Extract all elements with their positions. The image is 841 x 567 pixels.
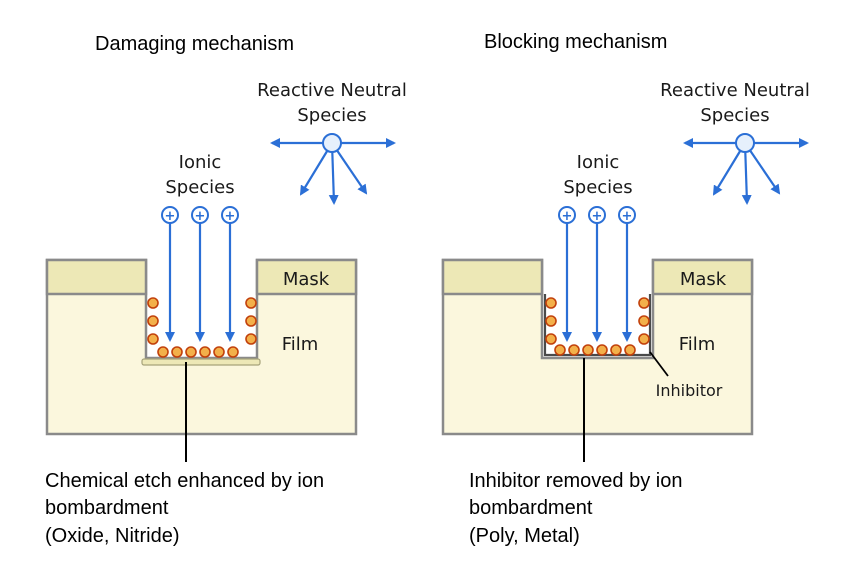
- ion-symbol: +: [225, 209, 236, 224]
- neutral-label-line1: Reactive Neutral: [257, 80, 407, 101]
- neutral-arrow: [741, 142, 752, 205]
- ion-plus-icon: [618, 206, 636, 224]
- inhibitor-particle: [157, 346, 169, 358]
- neutral-species-icon: [322, 133, 342, 153]
- ionic-label-line1: Ionic: [179, 152, 222, 173]
- ion-symbol: +: [562, 209, 573, 224]
- caption-line1: Chemical etch enhanced by ion: [45, 470, 324, 492]
- caption-line3: (Poly, Metal): [469, 525, 580, 547]
- inhibitor-particle: [245, 315, 257, 327]
- caption-line3: (Oxide, Nitride): [45, 525, 179, 547]
- inhibitor-particle: [227, 346, 239, 358]
- ion-plus-icon: [221, 206, 239, 224]
- inhibitor-label: Inhibitor: [656, 381, 723, 400]
- panel-blocking: Blocking mechanism Ionic Species: [441, 31, 810, 547]
- ion-plus-icon: [191, 206, 209, 224]
- film-label: Film: [679, 334, 716, 355]
- sidewall-particles: [147, 297, 257, 345]
- ion-circles: + + +: [558, 206, 636, 224]
- inhibitor-particle: [147, 297, 159, 309]
- inhibitor-particle: [638, 315, 650, 327]
- inhibitor-particle: [624, 344, 636, 356]
- inhibitor-particle: [638, 333, 650, 345]
- mask-right: [651, 258, 754, 296]
- inhibitor-particle: [545, 333, 557, 345]
- ion-symbol: +: [195, 209, 206, 224]
- caption-line2: bombardment: [469, 497, 593, 519]
- caption-line2: bombardment: [45, 497, 169, 519]
- mask-left: [441, 258, 544, 296]
- panel-title: Blocking mechanism: [484, 31, 667, 53]
- mask-right: [255, 258, 358, 296]
- sidewall-particles: [545, 297, 650, 345]
- ion-circles: + + +: [161, 206, 239, 224]
- inhibitor-particle: [582, 344, 594, 356]
- inhibitor-particle: [245, 297, 257, 309]
- ionic-label-line1: Ionic: [577, 152, 620, 173]
- inhibitor-particle: [554, 344, 566, 356]
- ion-arrows: [165, 223, 235, 342]
- inhibitor-particle: [638, 297, 650, 309]
- film-label: Film: [282, 334, 319, 355]
- inhibitor-callout-line: [649, 351, 669, 377]
- bottom-particles: [554, 344, 636, 356]
- ionic-label-line2: Species: [563, 177, 632, 198]
- neutral-arrow: [331, 142, 368, 195]
- inhibitor-particle: [545, 315, 557, 327]
- neutral-species-burst: [270, 133, 396, 205]
- mask-label: Mask: [680, 269, 727, 290]
- inhibitor-particle: [213, 346, 225, 358]
- panel-damaging: Damaging mechanism Ionic Species: [45, 33, 407, 547]
- inhibitor-particle: [147, 333, 159, 345]
- ion-plus-icon: [558, 206, 576, 224]
- damaged-layer: [141, 358, 261, 366]
- neutral-label-line1: Reactive Neutral: [660, 80, 810, 101]
- inhibitor-particle: [147, 315, 159, 327]
- inhibitor-particle: [568, 344, 580, 356]
- inhibitor-particle: [185, 346, 197, 358]
- mask-left: [45, 258, 148, 296]
- mask-label: Mask: [283, 269, 330, 290]
- inhibitor-particle: [545, 297, 557, 309]
- caption-line1: Inhibitor removed by ion: [469, 470, 682, 492]
- ionic-label-line2: Species: [165, 177, 234, 198]
- neutral-species-burst: [683, 133, 809, 205]
- bottom-particles: [157, 346, 239, 358]
- ion-symbol: +: [622, 209, 633, 224]
- ion-symbol: +: [165, 209, 176, 224]
- inhibitor-particle: [610, 344, 622, 356]
- ion-plus-icon: [588, 206, 606, 224]
- ion-arrows: [562, 223, 632, 342]
- ion-plus-icon: [161, 206, 179, 224]
- neutral-species-icon: [735, 133, 755, 153]
- ion-symbol: +: [592, 209, 603, 224]
- neutral-label-line2: Species: [700, 105, 769, 126]
- inhibitor-particle: [199, 346, 211, 358]
- neutral-label-line2: Species: [297, 105, 366, 126]
- inhibitor-particle: [245, 333, 257, 345]
- neutral-arrow: [744, 142, 781, 195]
- inhibitor-particle: [596, 344, 608, 356]
- inhibitor-lining: [543, 294, 652, 357]
- panel-title: Damaging mechanism: [95, 33, 294, 55]
- neutral-arrow: [328, 142, 339, 205]
- inhibitor-particle: [171, 346, 183, 358]
